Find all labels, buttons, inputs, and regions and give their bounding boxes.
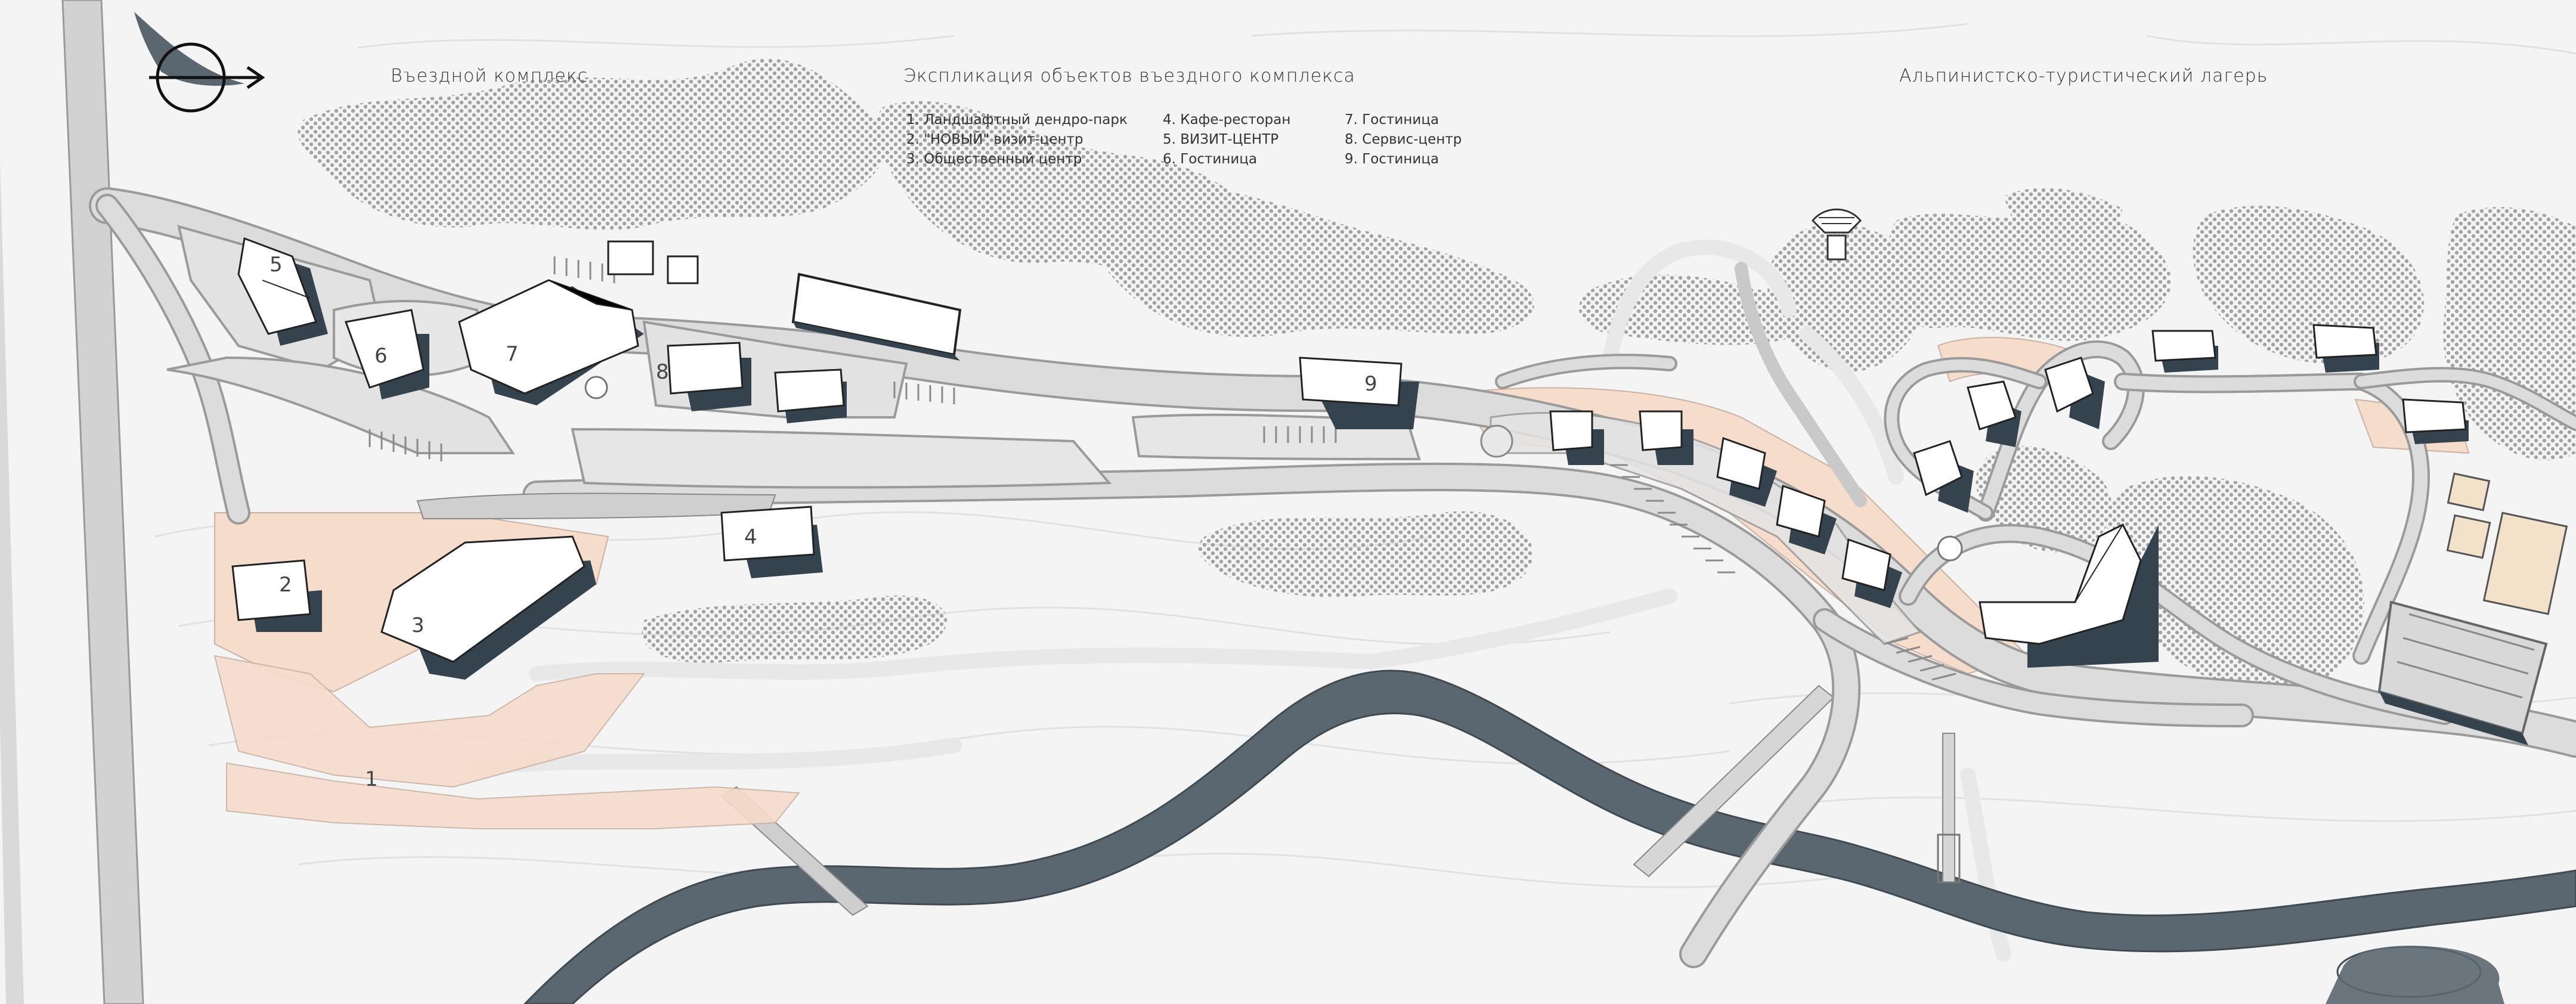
side-road [0, 161, 24, 1004]
building-number-3: 3 [411, 613, 425, 637]
legend-item: 5. ВИЗИТ-ЦЕНТР [1163, 132, 1279, 147]
building-number-4: 4 [744, 525, 757, 549]
building-number-9: 9 [1364, 372, 1377, 396]
building-number-2: 2 [279, 573, 292, 597]
building-6 [344, 309, 429, 399]
buildings [231, 237, 2469, 680]
building-7 [458, 279, 644, 405]
north-arrow-icon [134, 12, 265, 113]
legend-item: 3. Общественный центр [906, 151, 1082, 167]
building-8 [667, 342, 847, 423]
camp-cottages [1549, 324, 2469, 608]
building-number-8: 8 [656, 360, 669, 384]
highway [61, 0, 144, 1004]
parking-lots [369, 256, 1956, 681]
legend-item: 8. Сервис-центр [1345, 132, 1462, 147]
small-pavilion [607, 240, 654, 275]
building-number-7: 7 [506, 342, 519, 366]
amphitheater [1811, 208, 1862, 261]
camp-main-building [1979, 523, 2159, 668]
legend-column-3: 7. Гостиница 8. Сервис-центр 9. Гостиниц… [1345, 110, 1462, 169]
building-number-6: 6 [374, 344, 388, 368]
building-number-1: 1 [365, 767, 378, 791]
legend-item: 6. Гостиница [1163, 151, 1258, 167]
legend-item: 9. Гостиница [1345, 151, 1439, 167]
legend-item: 2. "НОВЫЙ" визит-центр [906, 132, 1083, 147]
legend-item: 1. Ландшафтный дендро-парк [906, 112, 1128, 128]
building-4 [720, 506, 823, 578]
forest-areas [298, 58, 2576, 693]
legend-column-1: 1. Ландшафтный дендро-парк 2. "НОВЫЙ" ви… [906, 110, 1128, 169]
explication-title: Экспликация объектов въездного комплекса [903, 66, 1355, 86]
small-pavilion [667, 255, 699, 284]
camp-parking [2377, 472, 2568, 745]
building-3 [380, 535, 596, 680]
parking-building [791, 272, 962, 361]
legend-item: 7. Гостиница [1345, 112, 1439, 128]
camp-title: Альпинистско-туристический лагерь [1899, 66, 2268, 86]
building-labels: 1 2 3 4 5 6 7 8 9 [270, 253, 1377, 791]
legend-item: 4. Кафе-ресторан [1163, 112, 1291, 128]
entry-complex-title: Въездной комплекс [391, 66, 589, 86]
building-9 [1299, 357, 1419, 429]
building-5 [237, 237, 328, 346]
building-number-5: 5 [270, 253, 283, 277]
legend-column-2: 4. Кафе-ресторан 5. ВИЗИТ-ЦЕНТР 6. Гости… [1163, 110, 1290, 169]
building-2 [231, 559, 322, 632]
river-lower [2326, 946, 2504, 1004]
